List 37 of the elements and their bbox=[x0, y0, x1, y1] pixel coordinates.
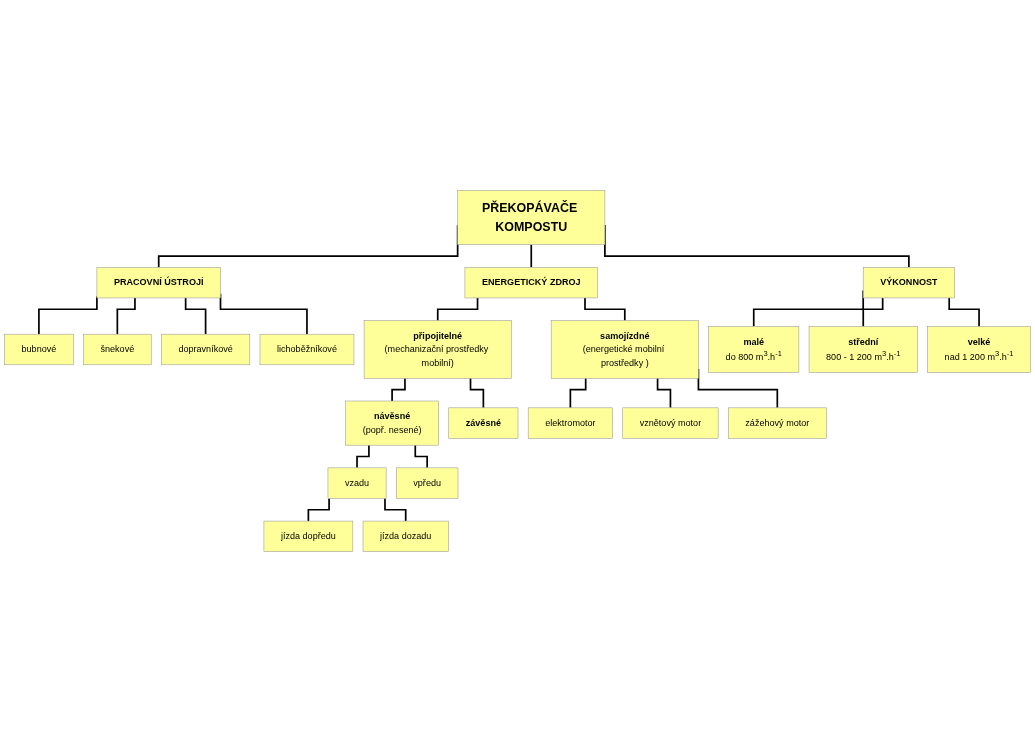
node-box: střední 800 - 1 200 m$^{3}$.h$^{-1}$ bbox=[808, 326, 918, 373]
connector bbox=[391, 377, 406, 402]
node-box: jízda dozadu bbox=[362, 520, 449, 552]
node-box: lichoběžníkové bbox=[259, 333, 355, 366]
node-box: jízda dopředu bbox=[263, 520, 354, 552]
node-box: elektromotor bbox=[527, 407, 613, 439]
connector bbox=[436, 297, 479, 322]
node-box: PRACOVNÍ ÚSTROJÍ bbox=[96, 267, 221, 299]
connector bbox=[116, 297, 136, 336]
connector bbox=[469, 377, 485, 409]
node-box: vznětový motor bbox=[622, 407, 719, 439]
node-box: VÝKONNOST bbox=[862, 267, 955, 299]
connector bbox=[530, 243, 533, 269]
node-box: připojitelné (mechanizační prostředky mobilní) bbox=[363, 320, 512, 379]
connector bbox=[569, 377, 587, 409]
node-box: zážehový motor bbox=[728, 407, 827, 439]
connector bbox=[307, 497, 330, 522]
node-box: ENERGETICKÝ ZDROJ bbox=[464, 267, 598, 299]
connector bbox=[584, 297, 626, 322]
node-box: vzadu bbox=[327, 467, 387, 499]
connector bbox=[862, 297, 884, 328]
connector bbox=[184, 297, 207, 336]
node-box: samojízdné (energetické mobilní prostředky ) bbox=[550, 320, 699, 379]
node-box: závěsné bbox=[448, 407, 519, 439]
connector bbox=[384, 497, 407, 522]
node-box: šnekové bbox=[83, 333, 152, 366]
connector bbox=[414, 444, 428, 469]
node-box: vpředu bbox=[396, 467, 459, 499]
connector bbox=[948, 297, 980, 328]
node-box: návěsné (popř. nesené) bbox=[345, 400, 439, 446]
connector bbox=[656, 377, 672, 409]
node-box: dopravníkové bbox=[161, 333, 251, 366]
node-box: malé do 800 m$^{3}$.h$^{-1}$ bbox=[708, 326, 800, 373]
node-box: PŘEKOPÁVAČE KOMPOSTU bbox=[457, 190, 606, 245]
node-box: bubnové bbox=[4, 333, 74, 366]
node-box: velké nad 1 200 m$^{3}$.h$^{-1}$ bbox=[927, 326, 1031, 373]
connector bbox=[356, 444, 370, 469]
